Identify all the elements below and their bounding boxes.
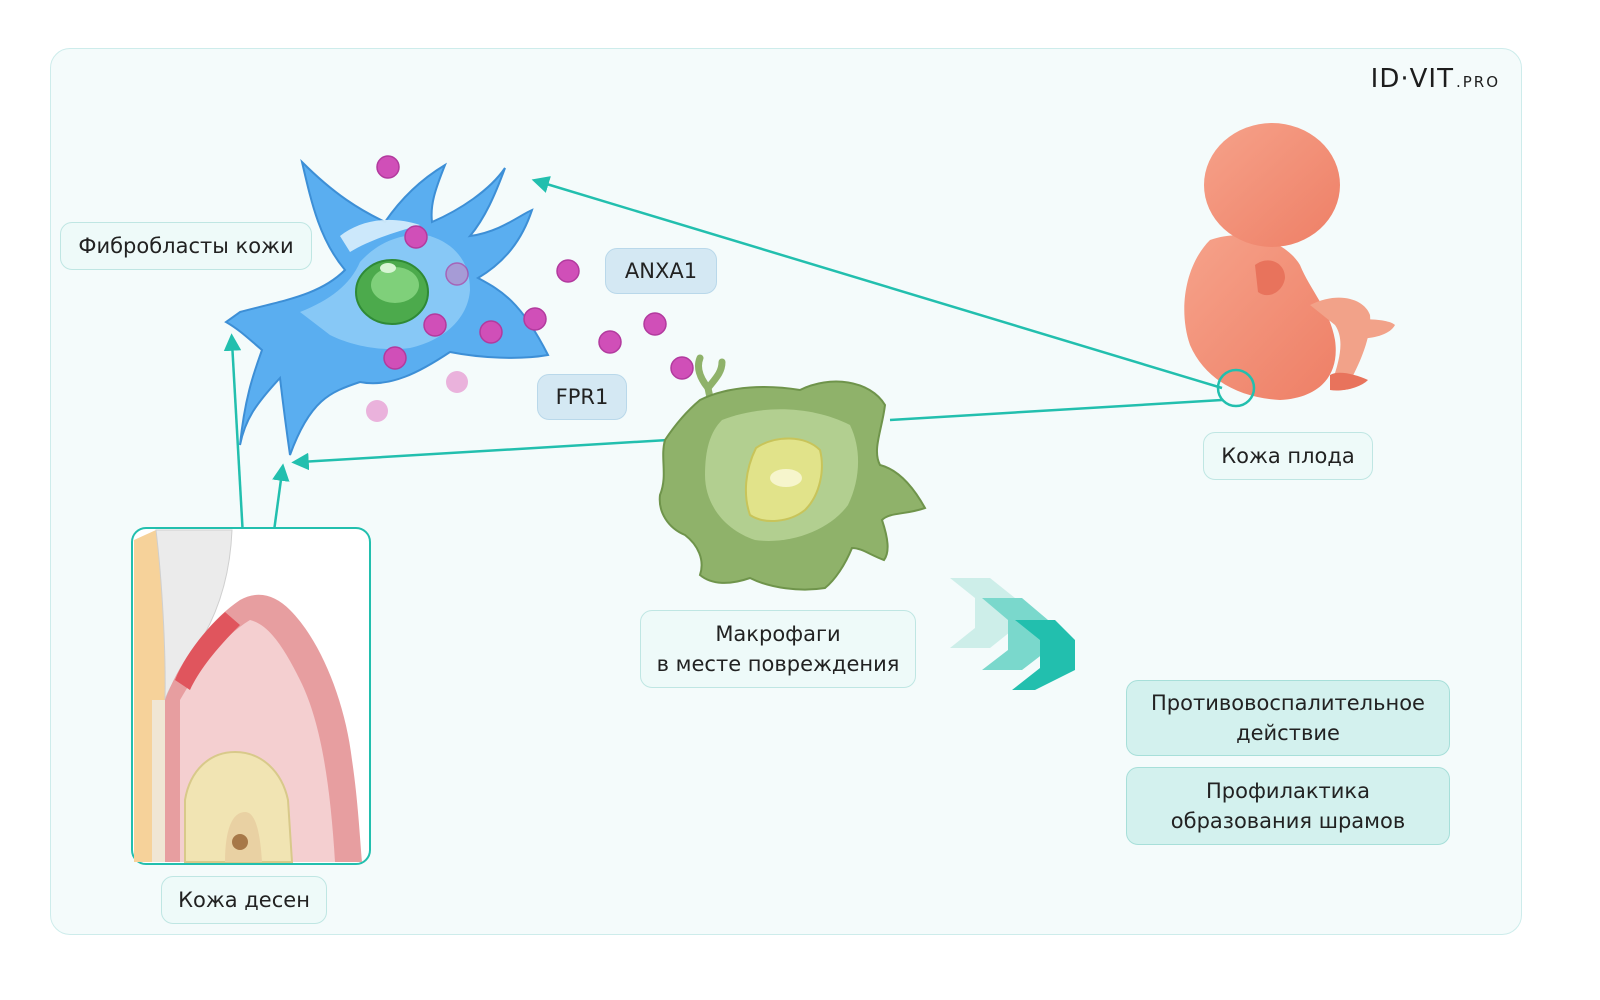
- arrow-fetus-to-macrophage: [889, 398, 1223, 422]
- result-scar-prevention: Профилактика образования шрамов: [1126, 767, 1450, 845]
- anxa1-molecules: [366, 155, 694, 422]
- molecule-dot: [376, 155, 400, 179]
- macrophage-illustration: [658, 380, 927, 591]
- molecule-dot: [556, 259, 580, 283]
- label-fetal-skin: Кожа плода: [1203, 432, 1373, 480]
- molecule-dot: [598, 330, 622, 354]
- molecule-dot: [423, 313, 447, 337]
- molecule-dot: [446, 371, 468, 393]
- label-gum-skin: Кожа десен: [161, 876, 327, 924]
- logo-main: ID·VIT: [1370, 64, 1454, 94]
- idvit-logo: ID·VIT.PRO: [1371, 64, 1500, 94]
- arrow-macrophage-to-fibroblast: [291, 438, 669, 471]
- molecule-dot: [404, 225, 428, 249]
- gum-cross-section: [131, 527, 371, 865]
- molecule-dot: [383, 346, 407, 370]
- fpr1-receptor: [694, 354, 726, 416]
- fetus-illustration: [1184, 123, 1395, 408]
- molecule-dot: [643, 312, 667, 336]
- arrow-fetus-to-fibroblast: [531, 176, 1223, 390]
- label-macrophages: Макрофаги в месте повреждения: [640, 610, 916, 688]
- logo-suffix: .PRO: [1455, 73, 1500, 91]
- molecule-dot: [670, 356, 694, 380]
- molecule-dot: [445, 262, 469, 286]
- fetal-skin-highlight: [1216, 368, 1256, 408]
- fibroblast-cell-illustration: [224, 158, 550, 456]
- result-chevrons-icon: [950, 578, 1075, 690]
- label-skin-fibroblasts: Фибробласты кожи: [60, 222, 312, 270]
- molecule-dot: [366, 400, 388, 422]
- molecule-dot: [479, 320, 503, 344]
- tag-anxa1: ANXA1: [605, 248, 717, 294]
- result-anti-inflammatory: Противовоспалительное действие: [1126, 680, 1450, 756]
- molecule-dot: [523, 307, 547, 331]
- tag-fpr1: FPR1: [537, 374, 627, 420]
